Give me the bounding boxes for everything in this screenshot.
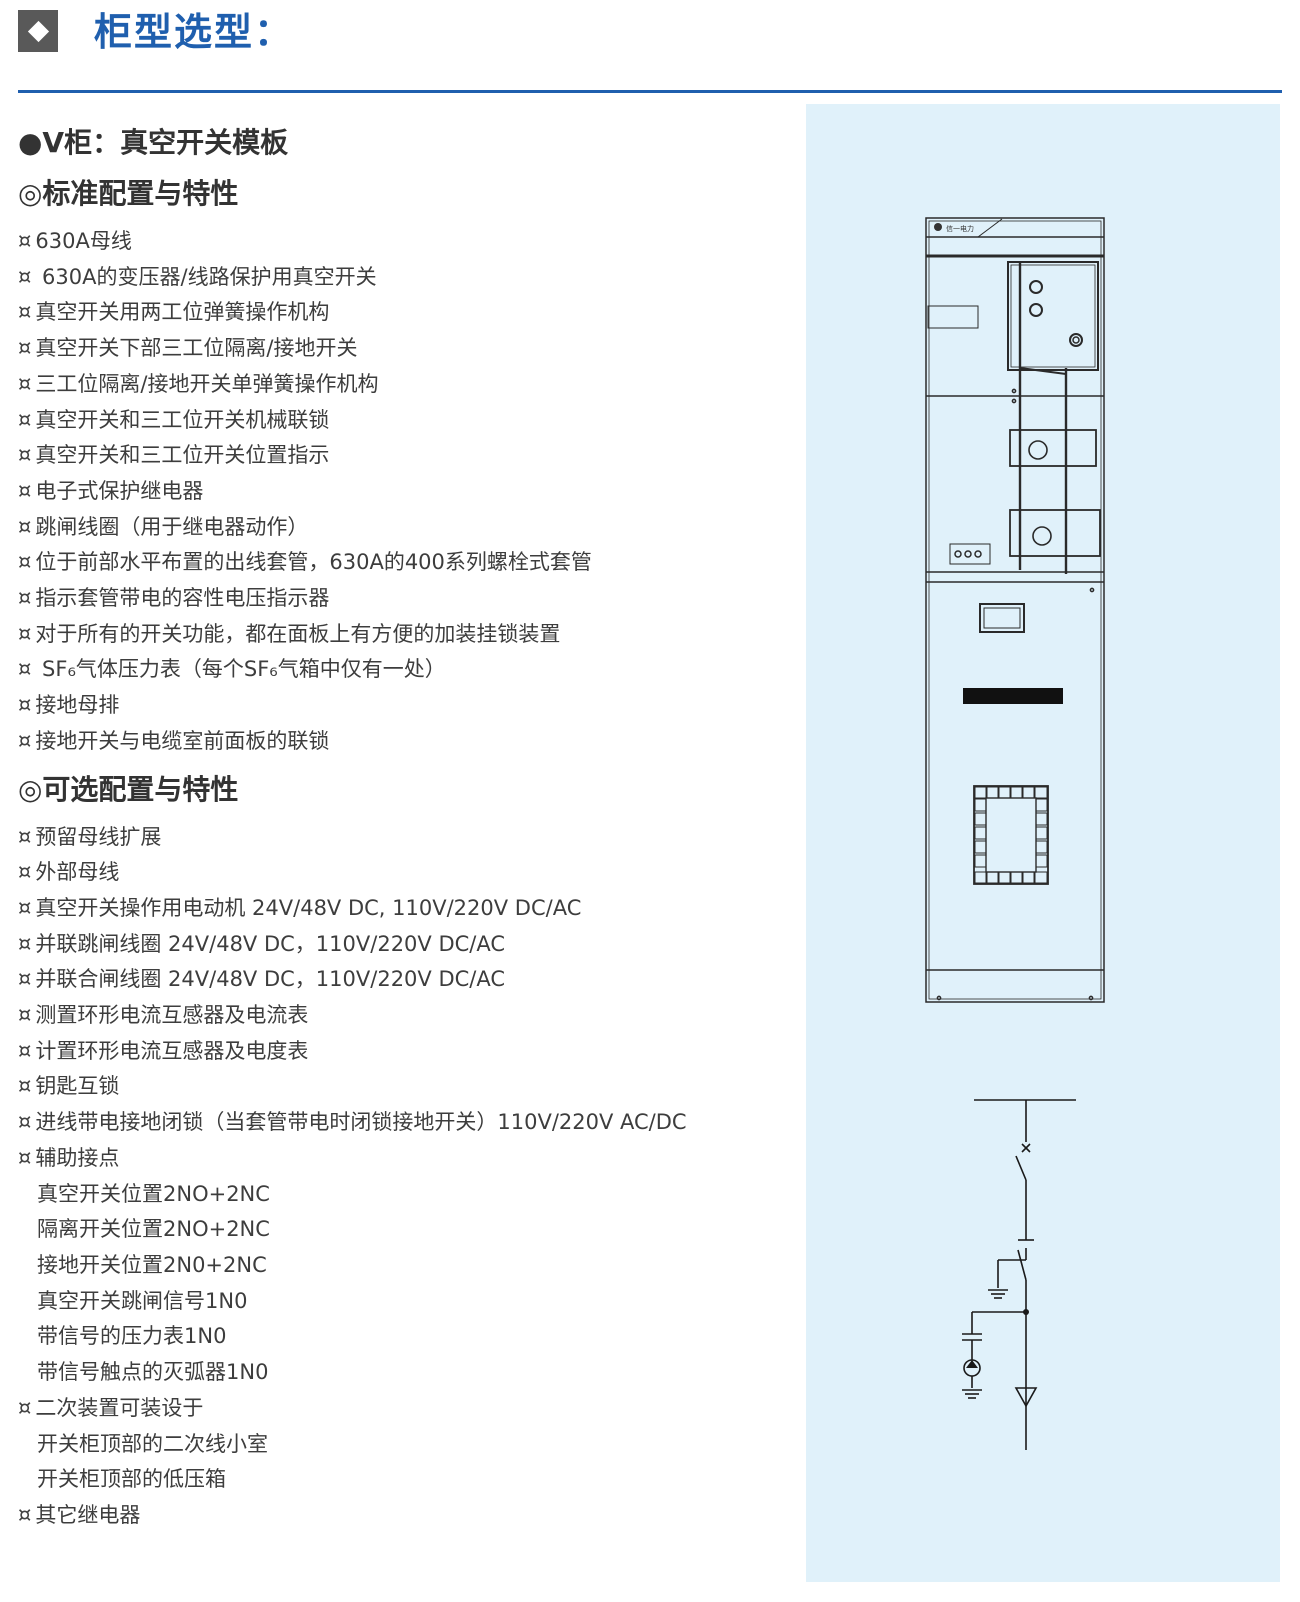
list-item: 接地开关与电缆室前面板的联锁 xyxy=(18,724,788,760)
list-item: 指示套管带电的容性电压指示器 xyxy=(18,581,788,617)
list-item: 测置环形电流互感器及电流表 xyxy=(18,998,788,1034)
list-item: 二次装置可装设于 xyxy=(18,1391,788,1427)
list-item: 并联合闸线圈 24V/48V DC，110V/220V DC/AC xyxy=(18,962,788,998)
optional-list: 预留母线扩展 外部母线 真空开关操作用电动机 24V/48V DC, 110V/… xyxy=(18,820,788,1534)
spec-content: ●V柜：真空开关模板 ◎标准配置与特性 630A母线 630A的变压器/线路保护… xyxy=(18,118,788,1534)
nameplate xyxy=(963,688,1063,704)
list-item: 辅助接点 xyxy=(18,1141,788,1177)
list-item: 并联跳闸线圈 24V/48V DC，110V/220V DC/AC xyxy=(18,927,788,963)
cabinet-outline xyxy=(925,217,1105,1003)
secondary-item: 开关柜顶部的低压箱 xyxy=(37,1467,226,1492)
list-item: 630A的变压器/线路保护用真空开关 xyxy=(18,260,788,296)
list-item: SF₆气体压力表（每个SF₆气箱中仅有一处） xyxy=(18,652,788,688)
list-item: 钥匙互锁 xyxy=(18,1069,788,1105)
aux-item: 带信号触点的灭弧器1N0 xyxy=(37,1360,269,1385)
drawing-panel xyxy=(806,104,1280,1582)
list-item: 电子式保护继电器 xyxy=(18,474,788,510)
list-item: 三工位隔离/接地开关单弹簧操作机构 xyxy=(18,367,788,403)
list-item: 接地母排 xyxy=(18,688,788,724)
list-item: 位于前部水平布置的出线套管，630A的400系列螺栓式套管 xyxy=(18,545,788,581)
aux-item: 真空开关跳闸信号1N0 xyxy=(37,1288,248,1313)
page-title: 柜型选型： xyxy=(94,10,295,54)
list-item: 跳闸线圈（用于继电器动作） xyxy=(18,510,788,546)
list-item: 真空开关操作用电动机 24V/48V DC, 110V/220V DC/AC xyxy=(18,891,788,927)
logo-icon xyxy=(934,223,942,231)
single-line-diagram xyxy=(962,1099,1076,1450)
list-item: 真空开关和三工位开关机械联锁 xyxy=(18,403,788,439)
section-title: ●V柜：真空开关模板 xyxy=(18,126,289,159)
list-item: 真空开关下部三工位隔离/接地开关 xyxy=(18,331,788,367)
secondary-item: 开关柜顶部的二次线小室 xyxy=(37,1431,268,1456)
list-item: 预留母线扩展 xyxy=(18,820,788,856)
header-divider xyxy=(18,90,1282,93)
list-item: 真空开关用两工位弹簧操作机构 xyxy=(18,295,788,331)
list-item: 外部母线 xyxy=(18,855,788,891)
list-item: 其它继电器 xyxy=(18,1498,788,1534)
aux-item: 接地开关位置2N0+2NC xyxy=(37,1252,267,1277)
standard-list: 630A母线 630A的变压器/线路保护用真空开关 真空开关用两工位弹簧操作机构… xyxy=(18,224,788,760)
list-item: 进线带电接地闭锁（当套管带电时闭锁接地开关）110V/220V AC/DC xyxy=(18,1105,788,1141)
list-item: 计置环形电流互感器及电度表 xyxy=(18,1034,788,1070)
section-badge-icon xyxy=(18,10,58,52)
cabinet-logo-text: 信一电力 xyxy=(946,224,974,233)
list-item: 真空开关和三工位开关位置指示 xyxy=(18,438,788,474)
aux-item: 带信号的压力表1N0 xyxy=(37,1324,227,1349)
diamond-icon xyxy=(27,20,49,42)
aux-item: 隔离开关位置2NO+2NC xyxy=(37,1217,270,1242)
cabinet-drawing: 信一电力 xyxy=(925,217,1105,1450)
list-item: 对于所有的开关功能，都在面板上有方便的加装挂锁装置 xyxy=(18,617,788,653)
optional-heading: ◎可选配置与特性 xyxy=(18,772,239,806)
aux-item: 真空开关位置2NO+2NC xyxy=(37,1181,270,1206)
standard-heading: ◎标准配置与特性 xyxy=(18,177,239,210)
list-item: 630A母线 xyxy=(18,224,788,260)
